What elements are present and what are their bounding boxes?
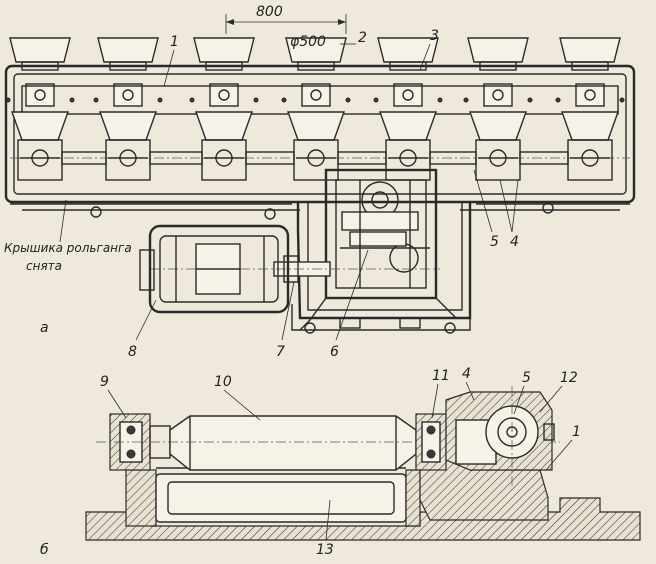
view-b-letter: б — [40, 542, 49, 558]
callout-bot-13: 13 — [316, 542, 334, 558]
base-plate — [90, 202, 554, 334]
electric-motor — [139, 224, 290, 314]
bearing-unit — [11, 111, 107, 181]
callout-top-8: 8 — [128, 344, 137, 360]
main-frame — [4, 64, 636, 320]
callouts-top: 1 2 3 4 5 6 7 8 — [128, 28, 519, 360]
callout-bot-1: 1 — [572, 424, 581, 440]
callout-bot-10: 10 — [214, 374, 232, 390]
roller-unit — [463, 37, 533, 107]
cover-note-line1: Крышика рольганга — [4, 241, 132, 255]
bearing-unit — [379, 111, 477, 181]
bearing-unit — [99, 111, 203, 181]
bearing-unit — [561, 111, 619, 181]
bearing-unit — [287, 111, 387, 181]
bearing-11 — [415, 413, 447, 471]
callout-bot-9: 9 — [100, 374, 109, 390]
callouts-bottom: 9 10 11 4 5 12 1 13 — [100, 366, 581, 558]
roller-unit — [5, 37, 75, 107]
dimension-800-label: 800 — [256, 4, 283, 20]
callout-bot-11: 11 — [432, 368, 450, 384]
callout-bot-5: 5 — [522, 370, 531, 386]
roller-bearings — [11, 111, 619, 181]
gear-housing-12 — [445, 386, 555, 490]
section-view-b: б 9 10 11 4 5 12 1 13 — [40, 366, 641, 558]
bearing-unit — [469, 111, 569, 181]
gearbox — [299, 168, 457, 331]
roller-unit — [189, 37, 259, 107]
roller-unit — [93, 37, 163, 107]
callout-top-4: 4 — [510, 234, 519, 250]
callout-bot-4: 4 — [462, 366, 471, 382]
roller-unit — [373, 37, 443, 107]
bearing-unit — [195, 111, 295, 181]
roller-row — [5, 37, 625, 107]
callout-top-7: 7 — [276, 344, 285, 360]
callout-top-5: 5 — [490, 234, 499, 250]
callout-bot-12: 12 — [560, 370, 578, 386]
roller-unit — [555, 37, 625, 107]
callout-top-1: 1 — [170, 34, 179, 50]
callout-top-6: 6 — [330, 344, 339, 360]
view-a-letter: а — [40, 320, 49, 336]
plan-view-a: 800 — [4, 4, 636, 360]
roller-unit — [281, 37, 351, 107]
callout-top-3: 3 — [430, 28, 439, 44]
cover-note-line2: снята — [26, 259, 62, 273]
callout-top-2: 2 — [358, 30, 367, 46]
dimension-800: 800 — [225, 4, 347, 34]
diameter-label: φ500 — [290, 34, 326, 50]
